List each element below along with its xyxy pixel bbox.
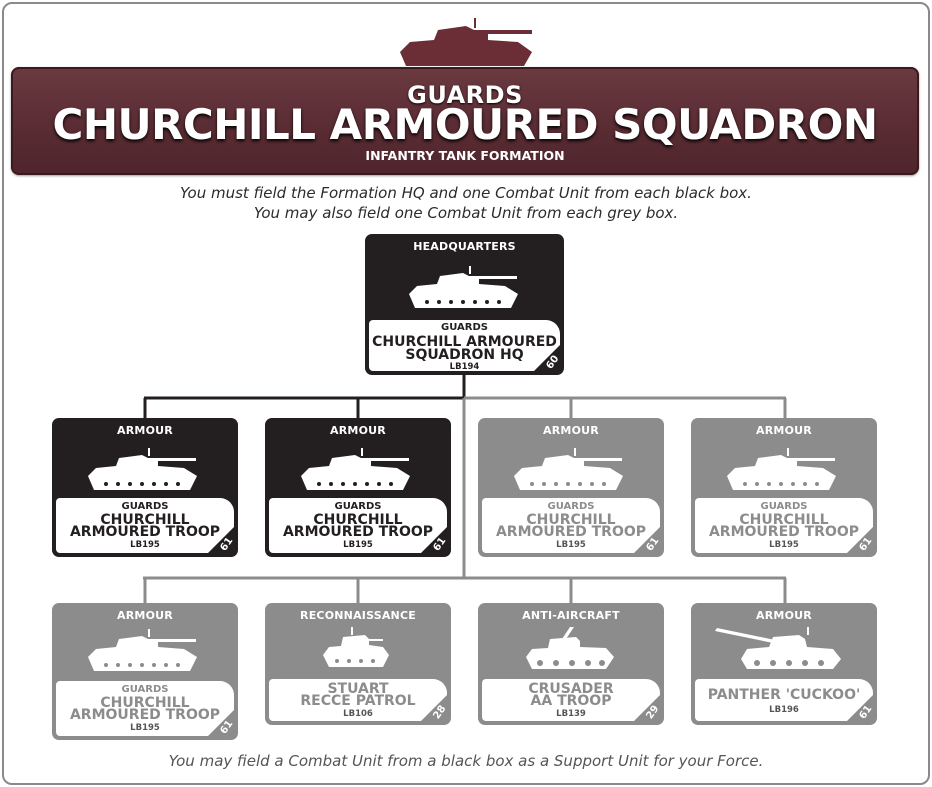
- unit-name-line-1: CHURCHILL: [526, 512, 616, 528]
- page-badge: 61: [207, 526, 236, 554]
- unit-code: LB195: [130, 540, 160, 550]
- page-badge: 61: [420, 526, 449, 554]
- formation-title: CHURCHILL ARMOURED SQUADRON: [52, 100, 878, 149]
- title-banner: GUARDS CHURCHILL ARMOURED SQUADRON INFAN…: [11, 67, 919, 175]
- stuart-tank-icon: [323, 627, 389, 667]
- unit-box-armour-5[interactable]: ARMOUR GUARDS CHURCHILL ARMOURED TROOP L…: [52, 603, 238, 740]
- unit-category: ANTI-AIRCRAFT: [522, 609, 620, 622]
- unit-code: LB195: [343, 540, 373, 550]
- unit-nation: GUARDS: [441, 322, 488, 333]
- unit-box-armour-4[interactable]: ARMOUR GUARDS CHURCHILL ARMOURED TROOP L…: [691, 418, 877, 557]
- unit-name-line-2: ARMOURED TROOP: [282, 524, 434, 540]
- unit-panel: STUART RECCE PATROL LB106: [269, 679, 447, 721]
- hq-box[interactable]: HEADQUARTERS GUARDS CHURCHILL ARMOURED S…: [365, 234, 564, 375]
- unit-name-line-1: CHURCHILL: [100, 695, 190, 711]
- churchill-tank-icon: [88, 629, 197, 671]
- churchill-tank-icon: [400, 18, 532, 66]
- churchill-tank-icon: [88, 448, 197, 490]
- unit-name-line-1: CHURCHILL: [313, 512, 403, 528]
- unit-name-line-2: SQUADRON HQ: [405, 347, 524, 363]
- unit-nation: GUARDS: [121, 684, 169, 695]
- unit-name-line-1: CHURCHILL ARMOURED: [372, 334, 557, 350]
- unit-category: ARMOUR: [756, 609, 812, 622]
- unit-name-line-2: RECCE PATROL: [300, 693, 416, 709]
- unit-code: LB196: [769, 705, 799, 715]
- churchill-tank-icon: [301, 448, 410, 490]
- unit-panel: PANTHER 'CUCKOO' LB196: [695, 679, 873, 721]
- unit-nation: GUARDS: [334, 501, 382, 512]
- unit-name-line-1: PANTHER 'CUCKOO': [707, 687, 861, 703]
- unit-panel: GUARDS CHURCHILL ARMOURED SQUADRON HQ LB…: [369, 320, 560, 372]
- unit-panel: GUARDS CHURCHILL ARMOURED TROOP LB195: [695, 498, 873, 553]
- unit-box-armour-3[interactable]: ARMOUR GUARDS CHURCHILL ARMOURED TROOP L…: [478, 418, 664, 557]
- unit-box-recce[interactable]: RECONNAISSANCE STUART RECCE PATROL LB106…: [265, 603, 451, 725]
- unit-category: HEADQUARTERS: [413, 240, 516, 253]
- unit-code: LB195: [130, 723, 160, 733]
- page-badge: 61: [846, 526, 875, 554]
- unit-panel: GUARDS CHURCHILL ARMOURED TROOP LB195: [482, 498, 660, 553]
- unit-category: ARMOUR: [117, 424, 173, 437]
- churchill-tank-icon: [514, 448, 623, 490]
- unit-code: LB139: [556, 709, 586, 719]
- page-badge: 61: [846, 694, 875, 722]
- formation-type: INFANTRY TANK FORMATION: [365, 148, 565, 163]
- unit-name-line-2: ARMOURED TROOP: [708, 524, 860, 540]
- unit-category: ARMOUR: [756, 424, 812, 437]
- unit-panel: GUARDS CHURCHILL ARMOURED TROOP LB195: [269, 498, 447, 553]
- page-badge: 61: [207, 709, 236, 737]
- unit-category: ARMOUR: [330, 424, 386, 437]
- unit-nation: GUARDS: [121, 501, 169, 512]
- page-badge: 28: [420, 694, 449, 722]
- unit-name-line-2: ARMOURED TROOP: [69, 524, 221, 540]
- formation-nation: GUARDS: [407, 81, 523, 109]
- crusader-aa-tank-icon: [526, 627, 614, 669]
- unit-name-line-1: STUART: [327, 681, 389, 697]
- unit-code: LB106: [343, 709, 373, 719]
- unit-nation: GUARDS: [760, 501, 808, 512]
- unit-box-panther[interactable]: ARMOUR PANTHER 'CUCKOO' LB196 61: [691, 603, 877, 725]
- panther-tank-icon: [715, 627, 841, 669]
- unit-category: ARMOUR: [117, 609, 173, 622]
- page-badge: 60: [533, 344, 562, 372]
- unit-code: LB195: [556, 540, 586, 550]
- unit-box-armour-1[interactable]: ARMOUR GUARDS CHURCHILL ARMOURED TROOP L…: [52, 418, 238, 557]
- unit-category: ARMOUR: [543, 424, 599, 437]
- unit-name-line-2: ARMOURED TROOP: [69, 707, 221, 723]
- unit-name-line-1: CRUSADER: [528, 681, 614, 697]
- instruction-line-2: You may also field one Combat Unit from …: [253, 204, 679, 222]
- page-badge: 61: [633, 526, 662, 554]
- unit-panel: CRUSADER AA TROOP LB139: [482, 679, 660, 721]
- unit-panel: GUARDS CHURCHILL ARMOURED TROOP LB195: [56, 498, 234, 553]
- page-badge: 29: [633, 694, 662, 722]
- unit-box-armour-2[interactable]: ARMOUR GUARDS CHURCHILL ARMOURED TROOP L…: [265, 418, 451, 557]
- unit-category: RECONNAISSANCE: [300, 609, 416, 622]
- unit-box-anti-aircraft[interactable]: ANTI-AIRCRAFT CRUSADER AA TROOP LB139 29: [478, 603, 664, 725]
- unit-panel: GUARDS CHURCHILL ARMOURED TROOP LB195: [56, 681, 234, 736]
- unit-name-line-2: ARMOURED TROOP: [495, 524, 647, 540]
- instruction-line-1: You must field the Formation HQ and one …: [180, 184, 752, 202]
- footer-note: You may field a Combat Unit from a black…: [168, 752, 764, 770]
- unit-name-line-2: AA TROOP: [530, 693, 612, 709]
- unit-code: LB194: [449, 362, 480, 372]
- unit-name-line-1: CHURCHILL: [100, 512, 190, 528]
- churchill-tank-icon: [409, 266, 518, 308]
- unit-code: LB195: [769, 540, 799, 550]
- churchill-tank-icon: [727, 448, 836, 490]
- unit-nation: GUARDS: [547, 501, 595, 512]
- unit-name-line-1: CHURCHILL: [739, 512, 829, 528]
